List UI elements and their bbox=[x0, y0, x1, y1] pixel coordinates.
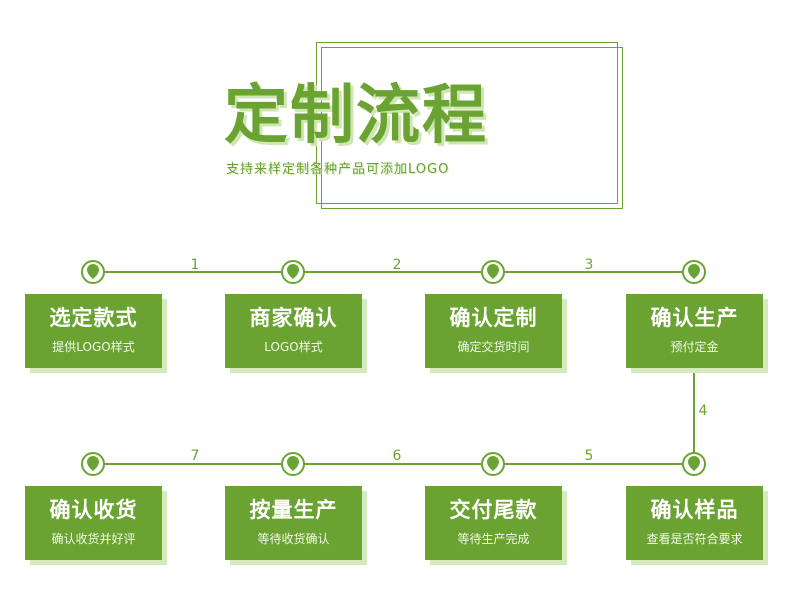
step-card-title: 交付尾款 bbox=[449, 498, 538, 522]
step-node-icon bbox=[81, 452, 105, 476]
step-card-desc: LOGO样式 bbox=[264, 340, 323, 354]
step-card-select-style: 选定款式 提供LOGO样式 bbox=[25, 294, 162, 368]
step-card-title: 选定款式 bbox=[49, 306, 138, 330]
step-card-confirm-sample: 确认样品 查看是否符合要求 bbox=[626, 486, 763, 560]
step-node-icon bbox=[682, 452, 706, 476]
step-node-icon bbox=[481, 452, 505, 476]
step-card-desc: 确定交货时间 bbox=[457, 340, 530, 354]
step-card-desc: 等待收货确认 bbox=[257, 532, 330, 546]
step-card-desc: 确认收货并好评 bbox=[51, 532, 136, 546]
step-card-title: 确认样品 bbox=[650, 498, 739, 522]
step-card-desc: 查看是否符合要求 bbox=[646, 532, 743, 546]
step-number-7: 7 bbox=[191, 448, 200, 464]
step-card-confirm-receipt: 确认收货 确认收货并好评 bbox=[25, 486, 162, 560]
step-card-desc: 预付定金 bbox=[670, 340, 719, 354]
step-number-3: 3 bbox=[585, 257, 594, 273]
title-frame-inner bbox=[321, 47, 623, 209]
step-node-icon bbox=[281, 260, 305, 284]
step-node-icon bbox=[481, 260, 505, 284]
step-card-title: 确认定制 bbox=[449, 306, 538, 330]
step-number-5: 5 bbox=[585, 448, 594, 464]
step-node-icon bbox=[281, 452, 305, 476]
title-frame-outer bbox=[316, 42, 618, 204]
step-card-title: 确认生产 bbox=[650, 306, 739, 330]
step-card-mass-production: 按量生产 等待收货确认 bbox=[225, 486, 362, 560]
step-number-6: 6 bbox=[393, 448, 402, 464]
step-card-title: 按量生产 bbox=[249, 498, 338, 522]
step-card-merchant-confirm: 商家确认 LOGO样式 bbox=[225, 294, 362, 368]
page-subtitle: 支持来样定制各种产品可添加LOGO bbox=[226, 162, 450, 177]
step-node-icon bbox=[81, 260, 105, 284]
step-card-confirm-production: 确认生产 预付定金 bbox=[626, 294, 763, 368]
step-number-4: 4 bbox=[699, 403, 708, 419]
page-title: 定制流程 bbox=[224, 79, 488, 153]
step-number-2: 2 bbox=[393, 257, 402, 273]
step-card-desc: 提供LOGO样式 bbox=[52, 340, 135, 354]
step-number-1: 1 bbox=[191, 257, 200, 273]
step-card-final-payment: 交付尾款 等待生产完成 bbox=[425, 486, 562, 560]
step-card-title: 确认收货 bbox=[49, 498, 138, 522]
step-card-desc: 等待生产完成 bbox=[457, 532, 530, 546]
step-node-icon bbox=[682, 260, 706, 284]
step-card-confirm-custom: 确认定制 确定交货时间 bbox=[425, 294, 562, 368]
step-card-title: 商家确认 bbox=[249, 306, 338, 330]
